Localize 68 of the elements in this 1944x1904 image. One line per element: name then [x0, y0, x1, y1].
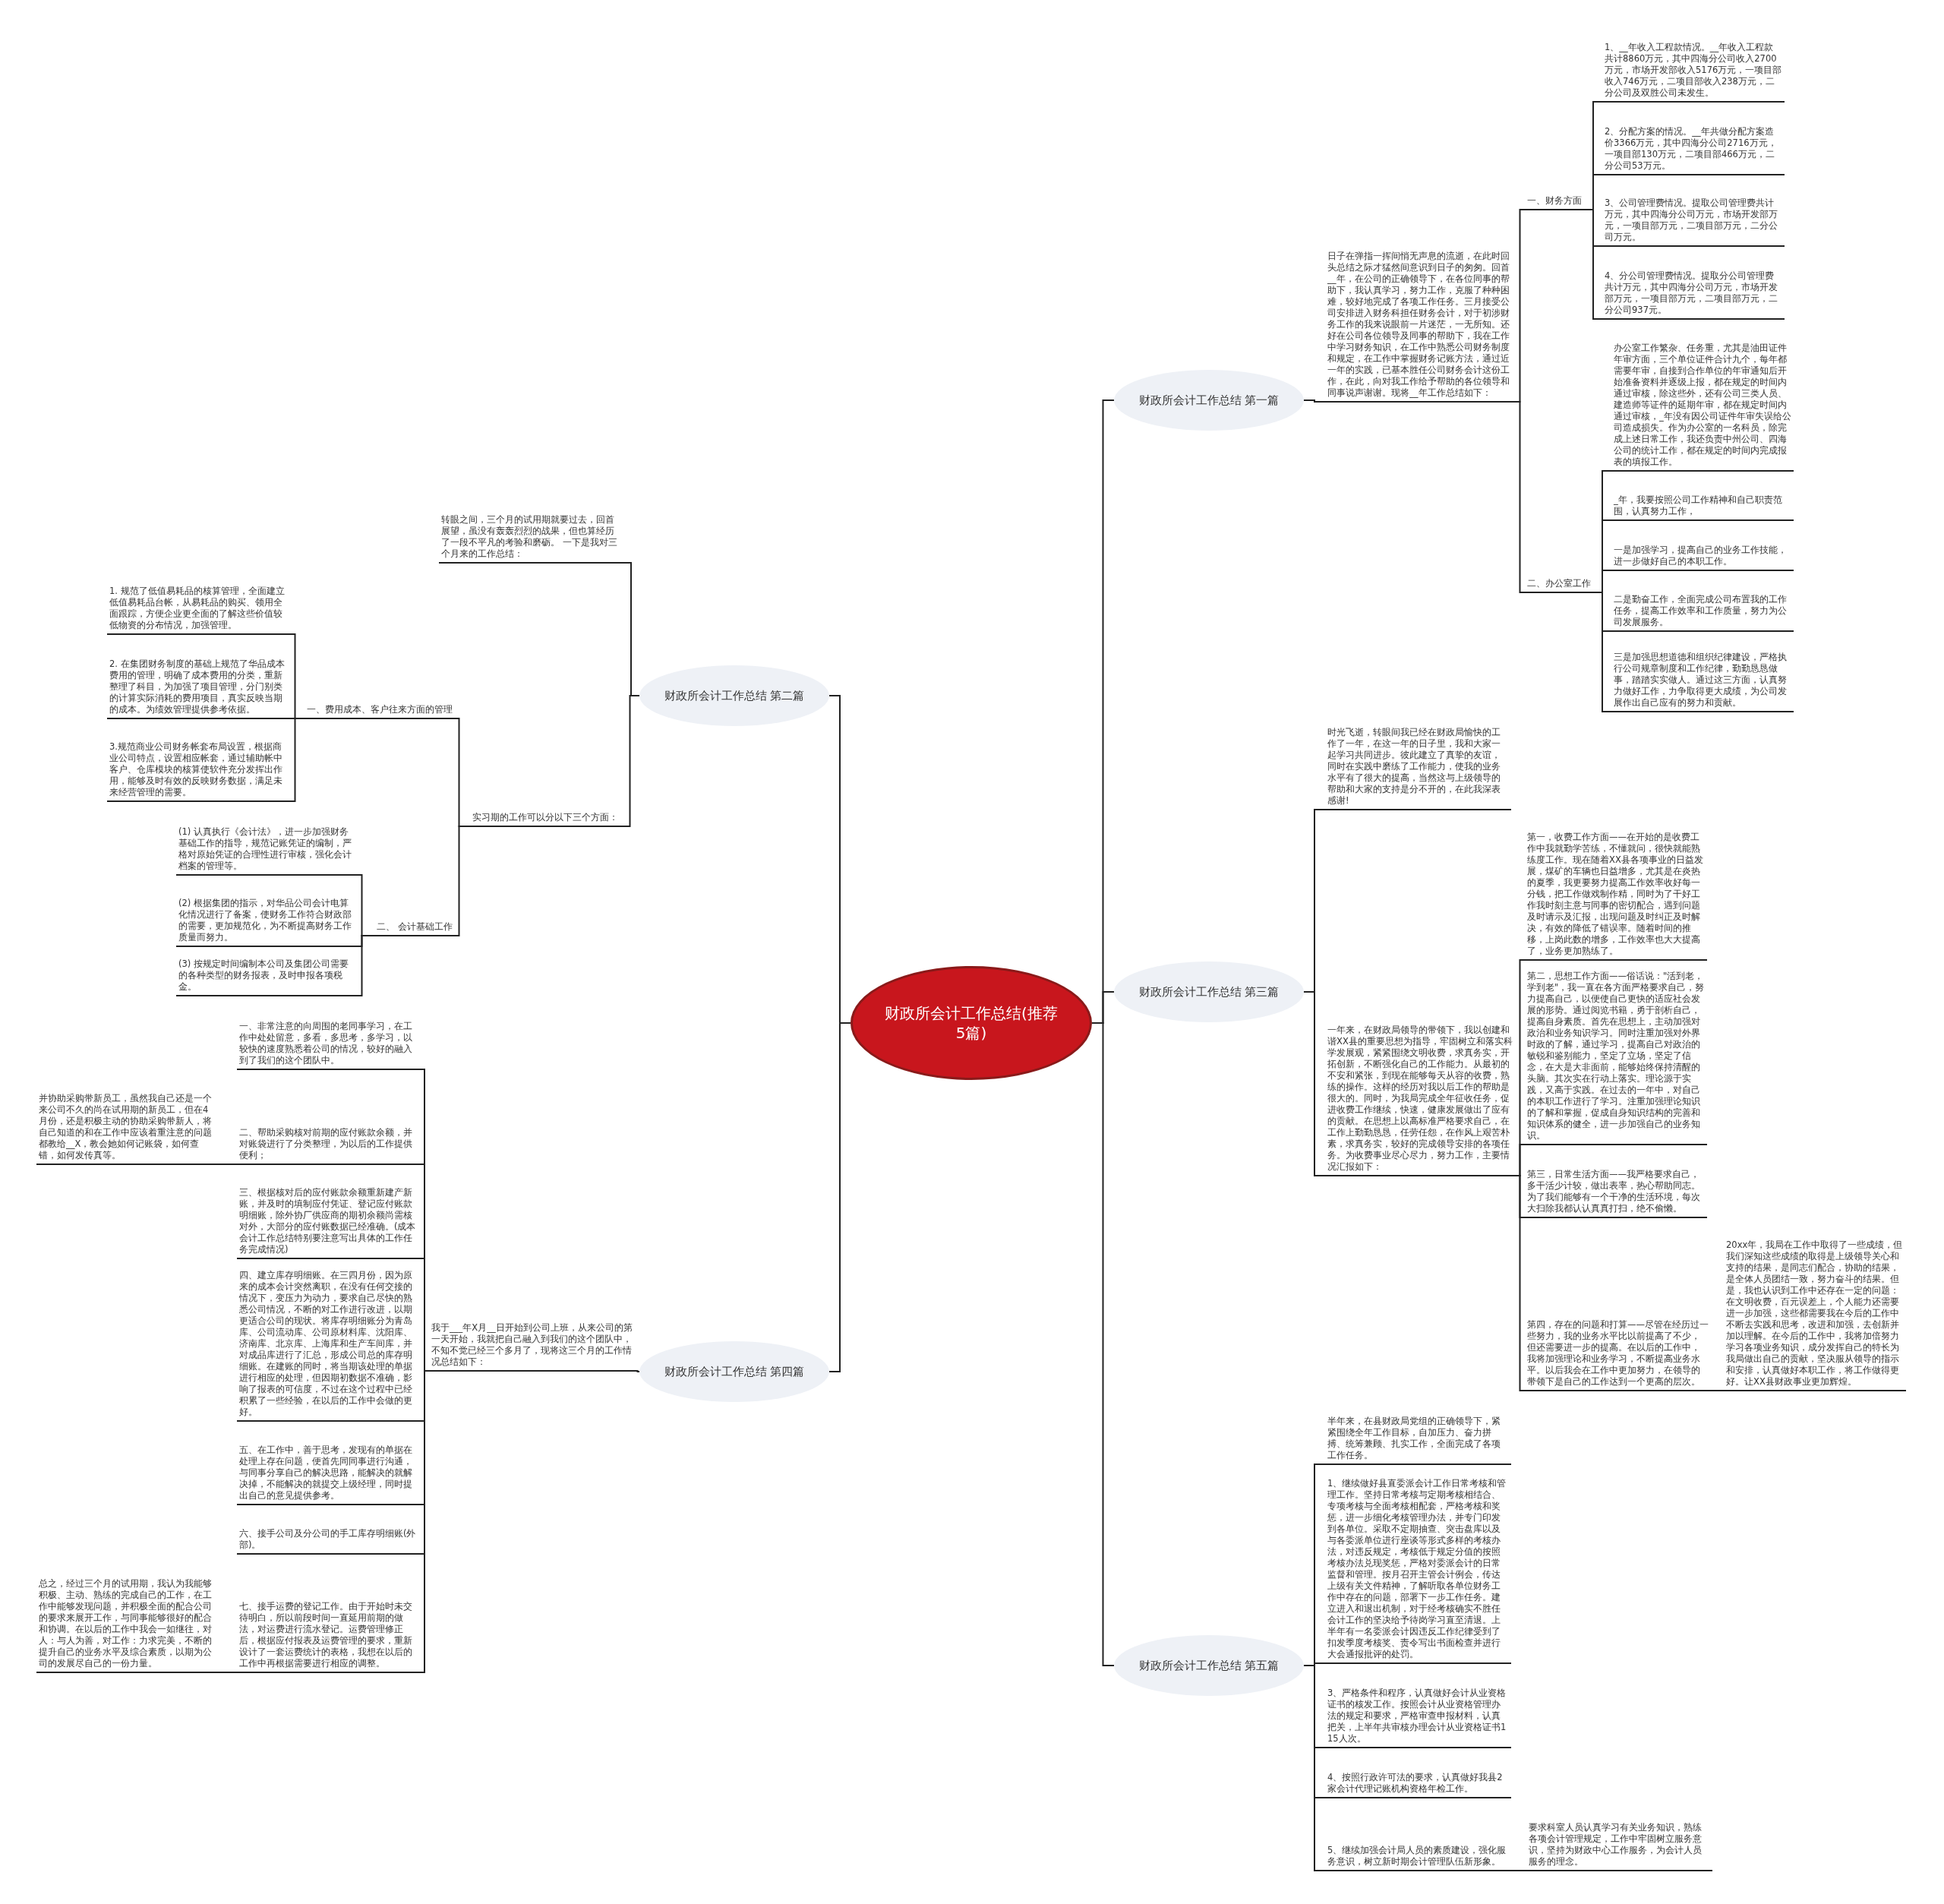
underlined-text: 1. 规范了低值易耗品的核算管理，全面建立低值易耗品台帐，从易耗品的购买、领用全面跟踪，方便企业更全面的了解这些价值较低物资的分布情况，加强管理。: [107, 586, 291, 635]
underlined-text: 1、__年收入工程款情况。__年收入工程款共计8860万元，其中四海分公司收入2700万元，市场开发部收入5176万元，一项目部收入746万元，二项目部收入238万元，二分公司及双胜公司未发生。: [1602, 42, 1785, 103]
underlined-text: 三、根据核对后的应付账款余额重新建产新账，并及时的填制应付凭证、登记应付账款明细账，除外协厂供应商的期初余额尚需核对外，大部分的应付账数据已经准确。(成本会计工作总结特别要注意写出具体的工作任务完成情况): [237, 1187, 420, 1259]
underlined-text: _年，我要按照公司工作精神和自己职责范围，认真努力工作，: [1611, 494, 1794, 521]
underlined-text: 二是勤奋工作，全面完成公司布置我的工作任务，提高工作效率和工作质量，努力为公司发展服务。: [1611, 594, 1794, 632]
underlined-text: 时光飞逝，转眼间我已经在财政局愉快的工作了一年，在这一年的日子里，我和大家一起学习共同进步。彼此建立了真挚的友谊，同时在实践中磨练了工作能力，使我的业务水平有了很大的提高，当然这与上级领导的帮助和大家的支持是分不开的，在此我深表感谢!: [1325, 727, 1511, 810]
underlined-text: 日子在弹指一挥间悄无声息的流逝，在此时回头总结之际才猛然间意识到日子的匆匆。回首__年，在公司的正确领导下，在各位同事的帮助下，我认真学习，努力工作，克服了种种困难，较好地完成了各项工作任务。三月接受公司安排进入财务科担任财务会计，对于初涉财务工作的我来说眼前一片迷茫，一无所知。还好在公司各位领导及同事的帮助下，我在工作中学习财务知识，在工作中熟悉公司财务制度和规定，在工作中掌握财务记账方法，通过近一年的实践，已基本胜任公司财务会计这份工作，在此，向对我工作给予帮助的各位领导和同事说声谢谢。现将__年工作总结如下：: [1325, 251, 1515, 403]
central-topic: 财政所会计工作总结(推荐5篇): [850, 966, 1092, 1080]
underlined-text: 第四，存在的问题和打算——尽管在经历过一些努力，我的业务水平比以前提高了不少，但还需要进一步的提高。在以后的工作中，我将加强理论和业务学习，不断提高业务水平。以后我会在工作中更加努力，在领导的带领下是自己的工作达到一个更高的层次。: [1525, 1319, 1711, 1391]
underlined-text: 5、继续加强会计局人员的素质建设，强化服务意识，树立新时期会计管理队伍新形象。: [1325, 1845, 1511, 1871]
underlined-text: (2) 根据集团的指示，对华品公司会计电算化情况进行了备案，使财务工作符合财政部的需要，更加规范化，为不断提高财务工作质量而努力。: [176, 898, 358, 947]
underlined-text: 第三，日常生活方面——我严格要求自己，多干活少计较，做出表率，热心帮助同志。为了我们能够有一个干净的生活环境，每次大扫除我都认认真真打扫，绝不偷懒。: [1525, 1169, 1707, 1218]
underlined-text: 二、 会计基础工作: [365, 921, 455, 936]
connector-line: [1514, 401, 1526, 593]
connector-line: [1303, 991, 1326, 1176]
underlined-text: 一是加强学习，提高自己的业务工作技能，进一步做好自己的本职工作。: [1611, 545, 1794, 571]
underlined-text: 2、分配方案的情况。__年共做分配方案造价3366万元，其中四海分公司2716万元，一项目部130万元，二项目部466万元，二分公司53万元。: [1602, 126, 1785, 175]
underlined-text: 四、建立库存明细账。在三四月份，因为原来的成本会计突然离职，在没有任何交接的情况下，变压力为动力，要求自己尽快的熟悉公司情况，不断的对工作进行改进，以期更适合公司的现状。将库存明细账分为青岛库、公司流动库、公司原材料库、沈阳库、济南库、北京库、上海库和生产车间库，并对成品库进行了汇总，形成公司总的库存明细账。在建账的同时，将当期该处理的单据进行相应的处理，但因期初数据不准确，影响了报表的可信度，不过在这个过程中已经积累了一些经验，在以后的工作中会做的更好。: [237, 1270, 420, 1422]
underlined-text: 转眼之间，三个月的试用期就要过去，回首展望，虽没有轰轰烈烈的战果，但也算经历了一段不平凡的考验和磨砺。 一下是我对三个月来的工作总结：: [439, 514, 623, 564]
connector-line: [620, 695, 640, 827]
underlined-text: 五、在工作中，善于思考，发现有的单据在处理上存在问题，便首先同同事进行沟通，与同事分享自己的解决思路，能解决的就解决掉，不能解决的就提交上级经理，同时提出自己的意见提供参考。: [237, 1445, 420, 1505]
underlined-text: 二、办公室工作: [1525, 578, 1593, 593]
underlined-text: 1、继续做好县直委派会计工作日常考核和管理工作。坚持日常考核与定期考核相结合、专项考核与全面考核相配套，严格考核和奖惩，进一步细化考核管理办法，并专门印发到各单位。采取不定期抽查、突击盘库以及与各委派单位进行座谈等形式多样的考核办法，对违反规定，考核低于规定分值的按照考核办法兑现奖惩，严格对委派会计的日常监督和管理。按月召开主管会计例会，传达上级有关文件精神，了解听取各单位财务工作中存在的问题，部署下一步工作任务。建立进入和退出机制，对于经考核确实不胜任会计工作的坚决给予待岗学习直至清退。上半年有一名委派会计因违反工作纪律受到了扣发季度考核奖、责令写出书面检查并进行大会通报批评的处罚。: [1325, 1478, 1511, 1664]
connector-line: [1583, 209, 1603, 320]
connector-line: [635, 1370, 640, 1372]
underlined-text: 20xx年，我局在工作中取得了一些成绩，但我们深知这些成绩的取得是上级领导关心和支持的结果，是同志们配合，协助的结果，是全体人员团结一致，努力奋斗的结果。但是，我也认识到工作中还存在一定的问题：在文明收费，百元误差上，个人能力还需要进一步加强，这些都需要我在今后的工作中不断去实践和思考，改进和加强，去创新并加以理解。在今后的工作中，我将加倍努力学习各项业务知识，成分发挥自己的特长为我局做出自己的贡献，坚决服从领导的指示和安排，认真做好本职工作，将工作做得更好。让XX县财政事业更加辉煌。: [1724, 1239, 1906, 1391]
underlined-text: 二、帮助采购核对前期的应付账款余额，并对账袋进行了分类整理，为以后的工作提供便利；: [237, 1127, 420, 1165]
underlined-text: 3.规范商业公司财务帐套布局设置，根据商业公司特点，设置相应帐套，通过辅助帐中客户、仓库模块的核算使软件充分发挥出作用，能够及时有效的反映财务数据，满足未来经营管理的需要。: [107, 741, 291, 802]
underlined-text: 3、严格条件和程序，认真做好会计从业资格证书的核发工作。按照会计从业资格管理办法的规定和要求，严格审查申报材料，认真把关，上半年共审核办理会计从业资格证书115人次。: [1325, 1688, 1511, 1748]
underlined-text: 三是加强思想道德和组织纪律建设，严格执行公司规章制度和工作纪律，勤勤恳恳做事，踏踏实实做人。通过这三方面，认真努力做好工作，力争取得更大成绩，为公司发展作出自己应有的努力和贡献。: [1611, 652, 1794, 712]
underlined-text: 4、分公司管理费情况。提取分公司管理费共计万元，其中四海分公司万元，市场开发部万元，一项目部万元，二项目部万元，二分公司937元。: [1602, 270, 1785, 320]
connector-line: [419, 1370, 430, 1673]
underlined-text: 第一，收费工作方面——在开始的是收费工作中我就勤学苦练，不懂就问，很快就能熟练度工作。现在随着XX县各项事业的日益发展，煤矿的车辆也日益增多，尤其是在炎热的夏季，我更要努力提高工作效率收好每一分钱，把工作做戏制作精，同时为了干好工作我时刻主意与同事的密切配合，遇到问题及时请示及汇报，出现问题及时纠正及时解决，有效的降低了错误率。随着时间的推移，上岗此数的增多，工作效率也大大提高了，业务更加熟练了。: [1525, 832, 1707, 961]
topic-ellipse: 财政所会计工作总结 第四篇: [639, 1341, 829, 1402]
connector-line: [290, 718, 300, 802]
underlined-text: 一、费用成本、客户往来方面的管理: [299, 704, 455, 719]
connector-line: [1592, 592, 1612, 712]
underlined-text: 六、接手公司及分公司的手工库存明细账(外部)。: [237, 1528, 420, 1555]
connector-line: [218, 1672, 238, 1673]
underlined-text: 一、财务方面: [1525, 195, 1584, 210]
underlined-text: 七、接手运费的登记工作。由于开始时未交待明白，所以前段时间一直延用前期的做法，对运费进行流水登记。运费管理修正后，根据应付报表及运费管理的要求，重新设计了一套运费统计的表格，我想在以后的工作中再根据需要进行相应的调整。: [237, 1601, 420, 1673]
topic-ellipse: 财政所会计工作总结 第二篇: [639, 665, 829, 726]
connector-line: [1510, 1870, 1527, 1871]
connector-line: [1303, 1665, 1326, 1871]
underlined-text: 要求科室人员认真学习有关业务知识，熟练各项会计管理规定，工作中牢固树立服务意识，坚持为财政中心工作服务，为会计人员服务的理念。: [1526, 1822, 1712, 1871]
underlined-text: 3、公司管理费情况。提取公司管理费共计万元，其中四海分公司万元，市场开发部万元，一项目部万元，二项目部万元，二分公司万元。: [1602, 197, 1785, 247]
underlined-text: 半年来，在县财政局党组的正确领导下，紧紧围绕全年工作目标，自加压力、奋力拼搏、统筹兼顾、扎实工作，全面完成了各项工作任务。: [1325, 1416, 1511, 1465]
topic-ellipse: 财政所会计工作总结 第五篇: [1114, 1635, 1304, 1696]
underlined-text: 办公室工作繁杂、任务重，尤其是油田证件年审方面，三个单位证件合计九个，每年都需要年审，自接到合作单位的年审通知后开始准备资料并逐级上报，都在规定的时间内通过审核，除这些外，还有公司三类人员、建造师等证件的延期年审，都在规定时间内通过审核，_年没有因公司证件年审失误给公司造成损失。作为办公室的一名科员，除完成上述日常工作，我还负责中州公司、四海公司的统计工作，都在规定的时间内完成报表的填报工作。: [1611, 343, 1794, 472]
topic-ellipse: 财政所会计工作总结 第三篇: [1114, 961, 1304, 1022]
underlined-text: (1) 认真执行《会计法》，进一步加强财务基础工作的指导，规范记账凭证的编制，严格对原始凭证的合理性进行审核，强化会计档案的管理等。: [176, 826, 358, 876]
underlined-text: (3) 按规定时间编制本公司及集团公司需要的各种类型的财务报表，及时申报各项税金。: [176, 958, 358, 996]
connector-line: [454, 826, 464, 936]
underlined-text: 我于___年X月__日开始到公司上班，从来公司的第一天开始，我就把自己融入到我们的这个团队中，不知不觉已经三个多月了，现将这三个月的工作情况总结如下：: [429, 1322, 636, 1372]
connector-line: [1514, 1175, 1526, 1391]
underlined-text: 一年来，在财政局领导的带领下，我以创建和谐XX县的重要思想为指导，牢固树立和落实科学发展观，紧紧围绕文明收费，求真务实，开拓创新，不断强化自己的工作能力。从最初的不安和紧张，到现在能够每天从容的收费，熟练的操作。这样的经历对我以后工作的帮助是很大的。同时，为我局完成全年征收任务，促进收费工作继续，快速，健康发展做出了应有的贡献。在思想上以高标准严格要求自己，在工作上勤勤恳恳，任劳任怨，在作风上艰苦朴素，求真务实，较好的完成领导安排的各项任务。为收费事业尽心尽力，努力工作，主要情况汇报如下：: [1325, 1025, 1515, 1176]
underlined-text: 总之，经过三个月的试用期，我认为我能够积极、主动、熟练的完成自己的工作，在工作中能够发现问题，并积极全面的配合公司的要求来展开工作，与同事能够很好的配合和协调。在以后的工作中我会一如继往，对人：与人为善，对工作：力求完美，不断的提升自己的业务水平及综合素质，以期为公司的发展尽自己的一份力量。: [36, 1578, 219, 1673]
connector-line: [218, 1164, 238, 1165]
topic-ellipse: 财政所会计工作总结 第一篇: [1114, 370, 1304, 431]
underlined-text: 并协助采购带新员工，虽然我自己还是一个来公司不久的尚在试用期的新员工，但在4月份，还是积极主动的协助采购带新人，将自己知道的和在工作中应该着重注意的问题都教给__X，教会她如何记账袋，如何查错，如何发传真等。: [36, 1093, 219, 1165]
underlined-text: 一、非常注意的向周围的老同事学习，在工作中处处留意，多看，多思考，多学习，以较快的速度熟悉着公司的情况，较好的融入到了我们的这个团队中。: [237, 1021, 420, 1070]
underlined-text: 第二，思想工作方面——俗话说："活到老，学到老"，我一直在各方面严格要求自己，努力提高自己，以便使自己更快的适应社会发展的形势。通过阅览书籍，勇于剖析自己，提高自身素质。首先在思想上，主动加强对政治和业务知识学习。同时注重加强对外界时政的了解，通过学习，提高自己对政治的敏锐和鉴别能力，坚定了立场，坚定了信念，在大是大非面前，能够始终保持清醒的头脑。其次实在行动上落实。理论源于实践，又高于实践。在过去的一年中，对自己的本职工作进行了学习。注重加强理论知识的了解和掌握，促成自身知识结构的完善和知识体系的健全，进一步加强自己的业务知识。: [1525, 971, 1707, 1145]
connector-line: [358, 935, 366, 996]
connector-line: [1710, 1390, 1725, 1391]
underlined-text: 2. 在集团财务制度的基础上规范了华品成本费用的管理，明确了成本费用的分类，重新整理了科目，为加强了项目管理，分门别类的计算实际消耗的费用项目，真实反映当期的成本。为绩效管理提供参考依据。: [107, 658, 291, 719]
underlined-text: 实习期的工作可以分以下三个方面：: [463, 812, 620, 827]
connector-line: [1303, 399, 1326, 403]
underlined-text: 4、按照行政许可法的要求，认真做好我县2家会计代理记账机构资格年检工作。: [1325, 1772, 1511, 1798]
